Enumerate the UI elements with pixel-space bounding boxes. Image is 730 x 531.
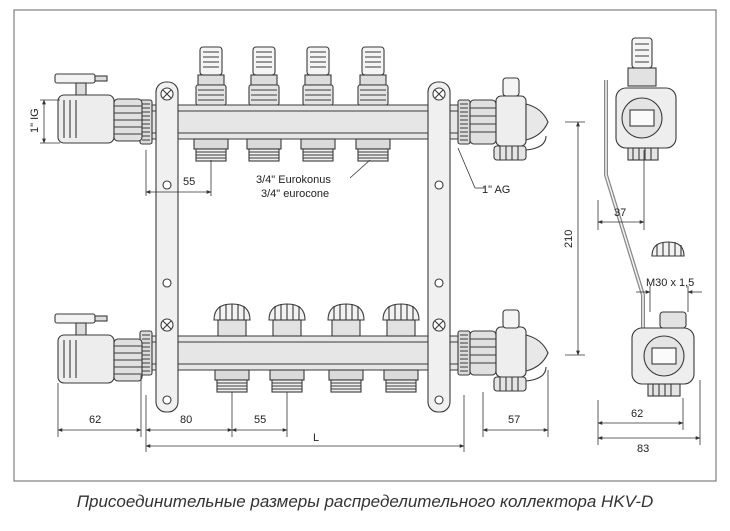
left-bracket: [155, 81, 179, 413]
dimension-80: 80: [180, 414, 192, 426]
dimension-62-right: 62: [631, 408, 643, 420]
dimension-210: 210: [563, 230, 575, 248]
label-eurocone: 3/4" eurocone: [261, 188, 329, 200]
bottom-outlets: [214, 369, 419, 393]
right-end-fitting-bottom: [469, 309, 549, 392]
dimension-83: 83: [637, 443, 649, 455]
drawing-frame: [13, 9, 717, 482]
top-flowmeters: [195, 46, 389, 106]
top-outlets: [193, 138, 391, 162]
dimension-37: 37: [614, 207, 626, 219]
side-view-assembly: [604, 37, 695, 397]
top-manifold-pipe: [139, 99, 471, 145]
left-ball-valve-bottom: [54, 313, 143, 384]
figure-caption: Присоединительные размеры распределитель…: [76, 492, 654, 511]
dimension-57: 57: [508, 414, 520, 426]
right-end-fitting-top: [469, 77, 549, 161]
label-m30-thread: M30 x 1,5: [646, 277, 694, 289]
bottom-valve-caps: [213, 303, 420, 337]
dimension-62-left: 62: [89, 414, 101, 426]
dimension-1-inch-ig: 1" IG: [29, 108, 41, 133]
right-bracket: [427, 81, 451, 413]
dimension-55-bottom: 55: [254, 414, 266, 426]
label-eurokonus: 3/4" Eurokonus: [256, 174, 331, 186]
label-1-inch-ag: 1" AG: [482, 184, 510, 196]
dimension-55-top: 55: [183, 176, 195, 188]
dimension-l: L: [313, 432, 319, 444]
bottom-manifold-pipe: [139, 330, 471, 376]
left-ball-valve-top: [54, 73, 143, 144]
